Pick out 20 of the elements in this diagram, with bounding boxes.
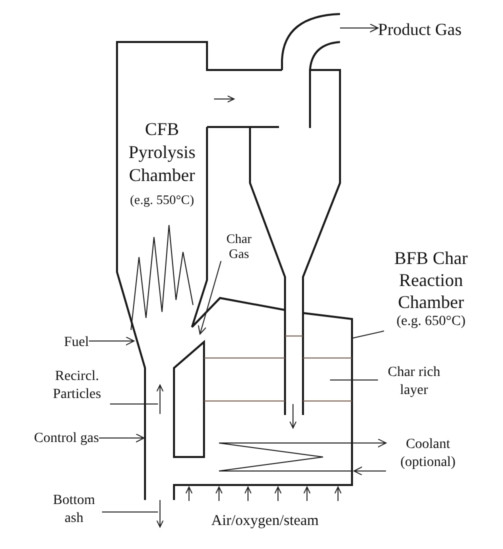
- callout-label: Char rich layer: [386, 364, 442, 400]
- callout-label: Recircl. Particles: [52, 368, 102, 404]
- arrow: [340, 24, 378, 32]
- callout-label: Char Gas: [225, 231, 253, 261]
- callout-label: (e.g. 650°C): [396, 313, 466, 331]
- callout-label: BFB Char Reaction Chamber: [393, 247, 469, 313]
- chamber-label: Air/oxygen/steam: [210, 512, 320, 531]
- chamber-label: (e.g. 550°C): [128, 191, 196, 209]
- arrow: [198, 260, 222, 334]
- arrow: [88, 336, 134, 346]
- arrow: [354, 466, 386, 476]
- callout-label: Product Gas: [378, 19, 462, 41]
- callout-label: Control gas: [34, 430, 99, 448]
- callout-label: Bottom ash: [52, 492, 96, 528]
- arrow: [352, 438, 386, 448]
- arrow: [98, 434, 144, 442]
- chamber-label: CFB Pyrolysis Chamber: [127, 118, 197, 187]
- leader-line: [352, 330, 384, 338]
- callout-label: Coolant (optional): [399, 436, 457, 472]
- callout-label: Fuel: [64, 334, 89, 352]
